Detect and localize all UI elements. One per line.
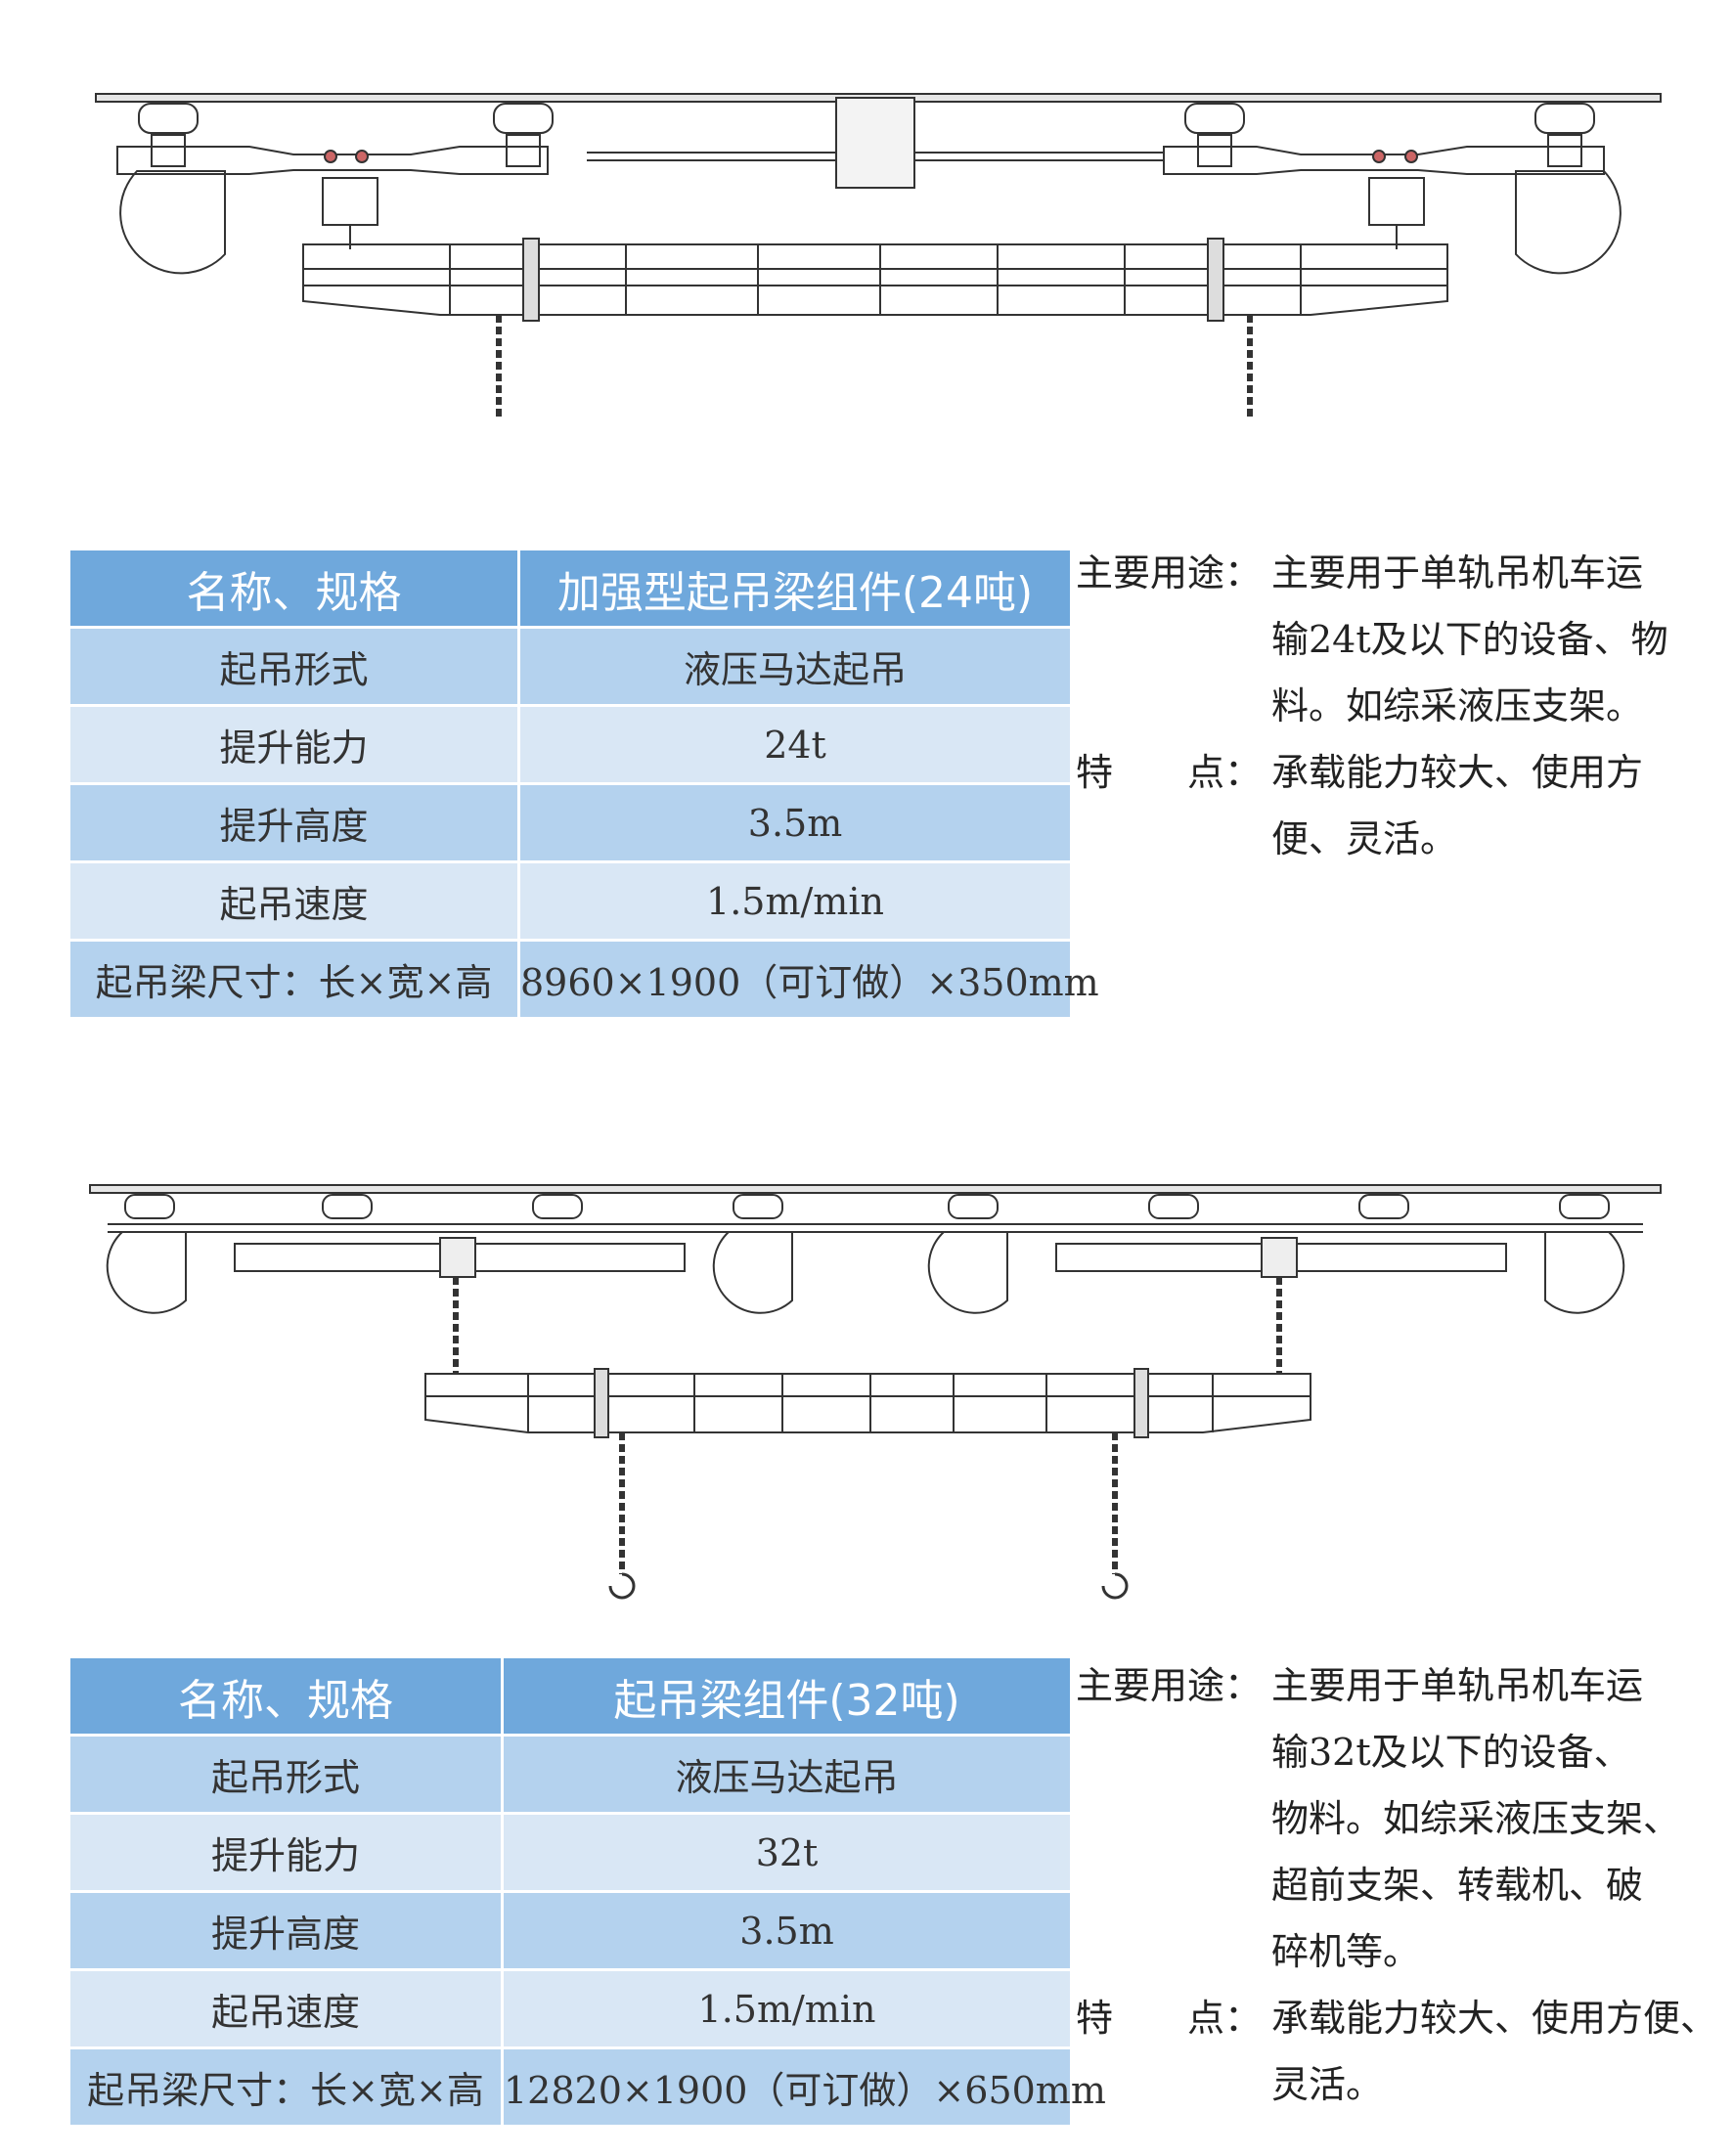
usage-text: 主要用于单轨吊机车运 bbox=[1271, 551, 1644, 594]
feature-label: 特 点： bbox=[1076, 751, 1263, 794]
description-32t: 主要用途： 主要用于单轨吊机车运 输32t及以下的设备、 物料。如综采液压支架、… bbox=[1076, 1652, 1717, 2118]
hoist-motor bbox=[1368, 177, 1425, 226]
spec-label: 提升能力 bbox=[67, 1812, 504, 1893]
usage-text: 料。如综采液压支架。 bbox=[1271, 684, 1644, 727]
trolley bbox=[124, 1194, 175, 1219]
feature-text: 承载能力较大、使用方 bbox=[1271, 751, 1644, 794]
spec-label: 提升能力 bbox=[67, 704, 520, 785]
spec-value: 1.5m/min bbox=[501, 1968, 1073, 2049]
spec-label: 起吊形式 bbox=[67, 626, 520, 707]
spec-label: 起吊速度 bbox=[67, 1968, 504, 2049]
feature-text: 便、灵活。 bbox=[1271, 817, 1458, 860]
usage-text: 超前支架、转载机、破 bbox=[1271, 1864, 1644, 1907]
center-coupler bbox=[835, 97, 915, 189]
usage-text: 输32t及以下的设备、 bbox=[1271, 1731, 1631, 1774]
usage-text: 主要用于单轨吊机车运 bbox=[1271, 1664, 1644, 1707]
spec-value: 1.5m/min bbox=[517, 860, 1073, 942]
spec-label: 起吊梁尺寸：长×宽×高 bbox=[67, 939, 520, 1020]
trolley bbox=[493, 103, 554, 167]
usage-text: 输24t及以下的设备、物 bbox=[1271, 618, 1668, 661]
spec-label: 起吊梁尺寸：长×宽×高 bbox=[67, 2046, 504, 2128]
spec-label: 提升高度 bbox=[67, 782, 520, 863]
spec-label: 起吊速度 bbox=[67, 860, 520, 942]
spec-value: 3.5m bbox=[517, 782, 1073, 863]
lifting-beam bbox=[424, 1373, 1311, 1433]
trolley bbox=[1148, 1194, 1199, 1219]
spec-label: 起吊形式 bbox=[67, 1734, 504, 1815]
monorail-track bbox=[89, 1184, 1662, 1194]
trolley bbox=[1534, 103, 1595, 167]
spec-value: 3.5m bbox=[501, 1890, 1073, 1971]
spec-label: 提升高度 bbox=[67, 1890, 504, 1971]
feature-label: 特 点： bbox=[1076, 1997, 1263, 2040]
spec-value: 液压马达起吊 bbox=[501, 1734, 1073, 1815]
spec-value: 24t bbox=[517, 704, 1073, 785]
trolley bbox=[948, 1194, 999, 1219]
trolley bbox=[138, 103, 199, 167]
technical-drawing-32t bbox=[0, 1164, 1733, 1633]
spec-value: 液压马达起吊 bbox=[517, 626, 1073, 707]
hook bbox=[608, 1572, 636, 1600]
usage-text: 碎机等。 bbox=[1271, 1930, 1421, 1973]
feature-text: 承载能力较大、使用方便、 bbox=[1271, 1997, 1718, 2040]
trolley bbox=[1184, 103, 1245, 167]
lifting-beam bbox=[302, 243, 1448, 316]
spec-header-label: 名称、规格 bbox=[67, 1655, 504, 1737]
spec-value: 32t bbox=[501, 1812, 1073, 1893]
spec-table-32t: 名称、规格 起吊梁组件(32吨) 起吊形式 液压马达起吊 提升能力 32t 提升… bbox=[67, 1655, 1106, 2128]
spec-value: 12820×1900（可订做）×650mm bbox=[501, 2046, 1106, 2128]
usage-label: 主要用途： bbox=[1076, 1664, 1263, 1707]
usage-text: 物料。如综采液压支架、 bbox=[1271, 1797, 1681, 1840]
description-24t: 主要用途： 主要用于单轨吊机车运 输24t及以下的设备、物 料。如综采液压支架。… bbox=[1076, 540, 1668, 872]
spec-header-label: 名称、规格 bbox=[67, 548, 520, 629]
spec-value: 8960×1900（可订做）×350mm bbox=[517, 939, 1099, 1020]
trolley bbox=[1559, 1194, 1610, 1219]
technical-drawing-24t bbox=[0, 59, 1733, 450]
trolley bbox=[1358, 1194, 1409, 1219]
trolley bbox=[532, 1194, 583, 1219]
spec-header-value: 起吊梁组件(32吨) bbox=[501, 1655, 1073, 1737]
trolley bbox=[733, 1194, 783, 1219]
usage-label: 主要用途： bbox=[1076, 551, 1263, 594]
hook bbox=[1101, 1572, 1129, 1600]
hoist-motor bbox=[322, 177, 378, 226]
feature-text: 灵活。 bbox=[1271, 2063, 1384, 2106]
spec-table-24t: 名称、规格 加强型起吊梁组件(24吨) 起吊形式 液压马达起吊 提升能力 24t… bbox=[67, 548, 1099, 1020]
spec-header-value: 加强型起吊梁组件(24吨) bbox=[517, 548, 1073, 629]
trolley bbox=[322, 1194, 373, 1219]
